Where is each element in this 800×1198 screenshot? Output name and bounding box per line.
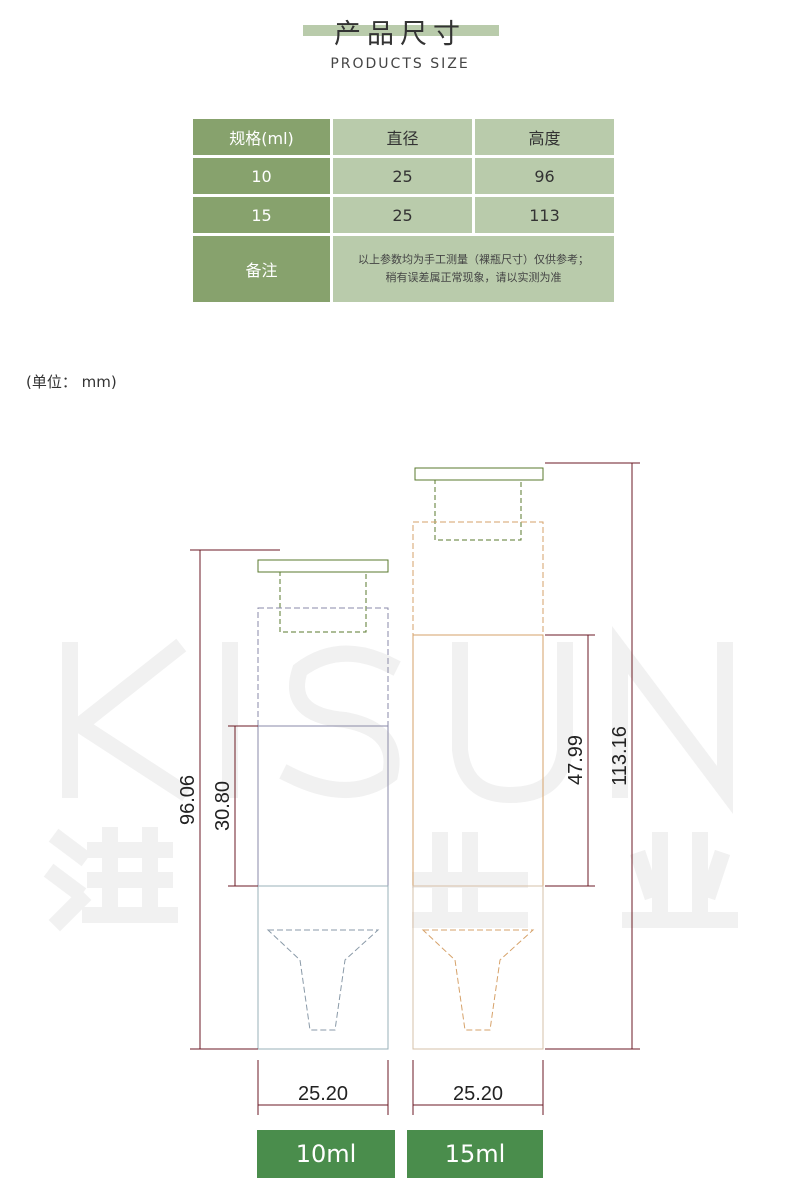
dim-body-10ml: 30.80 <box>212 781 234 831</box>
dim-height-10ml: 96.06 <box>177 775 199 825</box>
page-subtitle: PRODUCTS SIZE <box>330 56 470 72</box>
dimension-lines <box>190 462 640 1115</box>
bottle-15ml <box>412 467 544 1050</box>
cap-top <box>257 559 389 573</box>
table-row: 15 25 113 <box>193 197 614 233</box>
note-line: 以上参数均为手工测量（裸瓶尺寸）仅供参考； <box>358 253 589 266</box>
note-text: 以上参数均为手工测量（裸瓶尺寸）仅供参考； 稍有误差属正常现象，请以实测为准 <box>333 236 614 302</box>
header-diameter: 直径 <box>333 119 472 155</box>
label-15ml: 15ml <box>407 1130 543 1178</box>
header-height: 高度 <box>475 119 614 155</box>
cell-spec: 15 <box>193 197 330 233</box>
cell-diameter: 25 <box>333 158 472 194</box>
table-header-row: 规格(ml) 直径 高度 <box>193 119 614 155</box>
dim-width-10ml: 25.20 <box>298 1083 348 1105</box>
label-10ml: 10ml <box>257 1130 395 1178</box>
cell-height: 96 <box>475 158 614 194</box>
bottle-10ml <box>257 559 389 1050</box>
dim-width-15ml: 25.20 <box>453 1083 503 1105</box>
page-title: 产品尺寸 <box>334 19 466 50</box>
table-note-row: 备注 以上参数均为手工测量（裸瓶尺寸）仅供参考； 稍有误差属正常现象，请以实测为… <box>193 236 614 302</box>
dim-height-15ml: 113.16 <box>609 726 631 786</box>
table-row: 10 25 96 <box>193 158 614 194</box>
watermark-logo <box>43 626 738 932</box>
cell-height: 113 <box>475 197 614 233</box>
unit-label: (单位： mm) <box>26 373 117 391</box>
dim-body-15ml: 47.99 <box>565 735 587 785</box>
cell-spec: 10 <box>193 158 330 194</box>
product-drawing: 96.06 30.80 25.20 113.16 47.99 25.20 <box>43 462 738 1115</box>
note-line: 稍有误差属正常现象，请以实测为准 <box>385 271 562 284</box>
spec-table: 规格(ml) 直径 高度 10 25 96 15 25 113 备注 以上参数均… <box>190 116 617 305</box>
header-spec: 规格(ml) <box>193 119 330 155</box>
note-label: 备注 <box>193 236 330 302</box>
cell-diameter: 25 <box>333 197 472 233</box>
title-decoration <box>303 25 499 36</box>
